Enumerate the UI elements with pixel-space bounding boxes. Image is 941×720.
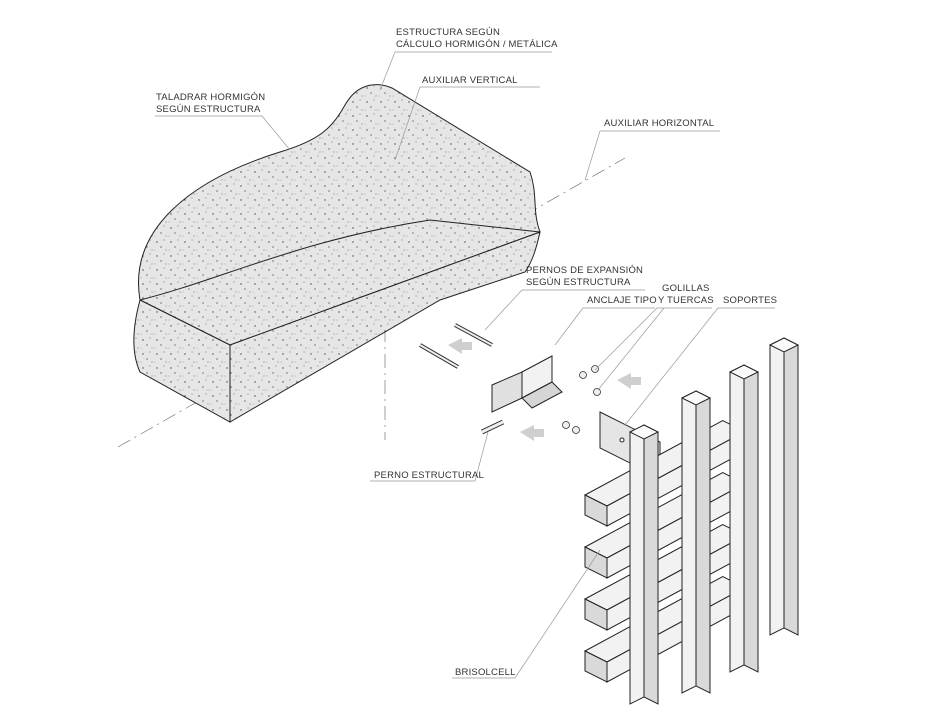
arrow-icon bbox=[448, 338, 472, 354]
brisolcell-grid bbox=[583, 337, 800, 705]
vertical-column-side bbox=[769, 337, 785, 636]
label-soportes: SOPORTES bbox=[723, 295, 777, 306]
label-estructura-line1: ESTRUCTURA SEGÚN bbox=[396, 27, 500, 38]
arrow-icon bbox=[520, 425, 544, 441]
concrete-top-face bbox=[138, 84, 541, 346]
label-golillas-line1: GOLILLAS bbox=[662, 283, 710, 294]
vertical-column-front bbox=[695, 390, 711, 694]
vertical-column-front bbox=[643, 424, 659, 705]
vertical-column-front bbox=[783, 337, 799, 636]
label-auxiliar-horizontal: AUXILIAR HORIZONTAL bbox=[604, 118, 714, 129]
structural-bolt bbox=[480, 419, 505, 435]
concrete-structure bbox=[133, 84, 541, 423]
vertical-column-top bbox=[680, 390, 712, 406]
vertical-column-top bbox=[628, 424, 660, 440]
vertical-column-side bbox=[629, 424, 645, 705]
anchor-bracket bbox=[491, 355, 563, 413]
label-brisolcell: BRISOLCELL bbox=[455, 667, 516, 678]
concrete-side-face bbox=[229, 231, 541, 423]
concrete-edge bbox=[139, 219, 541, 301]
label-anclaje-tipo: ANCLAJE TIPO bbox=[587, 295, 657, 306]
label-estructura-line2: CÁLCULO HORMIGÓN / METÁLICA bbox=[396, 39, 558, 50]
label-taladrar-line2: SEGÚN ESTRUCTURA bbox=[156, 104, 261, 115]
leader-lines bbox=[155, 51, 775, 679]
vertical-column-top bbox=[728, 364, 760, 380]
label-pernos-line1: PERNOS DE EXPANSIÓN bbox=[526, 265, 643, 276]
arrow-icon bbox=[617, 373, 641, 389]
vertical-column-top bbox=[768, 337, 800, 353]
vertical-column-side bbox=[729, 364, 745, 673]
vertical-column-front bbox=[743, 364, 759, 673]
label-taladrar-line1: TALADRAR HORMIGÓN bbox=[156, 92, 265, 103]
label-golillas-line2: Y TUERCAS bbox=[658, 295, 714, 306]
vertical-column-side bbox=[681, 390, 697, 694]
label-pernos-line2: SEGÚN ESTRUCTURA bbox=[526, 277, 631, 288]
washers-and-nuts bbox=[562, 365, 601, 434]
label-auxiliar-vertical: AUXILIAR VERTICAL bbox=[422, 75, 518, 86]
direction-arrows bbox=[448, 338, 641, 441]
label-perno-estructural: PERNO ESTRUCTURAL bbox=[374, 470, 484, 481]
expansion-bolts bbox=[418, 323, 493, 369]
concrete-front-face bbox=[133, 299, 231, 423]
